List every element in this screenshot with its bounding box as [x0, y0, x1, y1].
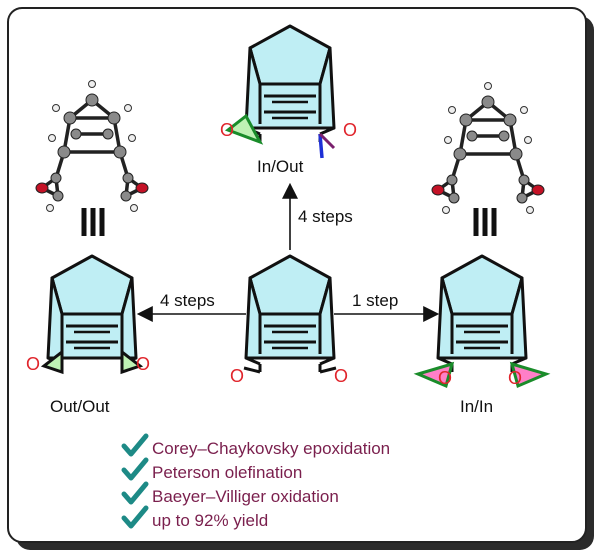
- label-in-out: In/Out: [257, 157, 304, 176]
- compound-in-out: [224, 24, 336, 159]
- oxygen-label: O: [438, 368, 452, 388]
- oxygen-label: O: [230, 366, 244, 386]
- features-list: Corey–Chaykovsky epoxidation Peterson ol…: [124, 436, 390, 530]
- equivalence-sign-left: [81, 208, 105, 236]
- feature-item: Baeyer–Villiger oxidation: [152, 487, 339, 506]
- arrow-label-up: 4 steps: [298, 207, 353, 226]
- label-out-out: Out/Out: [50, 397, 110, 416]
- equivalence-sign-right: [473, 208, 497, 236]
- compound-in-in: [413, 254, 551, 389]
- compound-out-out: [40, 254, 144, 375]
- oxygen-label: O: [220, 120, 234, 140]
- feature-item: Corey–Chaykovsky epoxidation: [152, 439, 390, 458]
- oxygen-label: O: [508, 368, 522, 388]
- feature-item: up to 92% yield: [152, 511, 268, 530]
- oxygen-label: O: [343, 120, 357, 140]
- arrow-label-right: 1 step: [352, 291, 398, 310]
- oxygen-label: O: [26, 354, 40, 374]
- oxygen-label: O: [334, 366, 348, 386]
- arrow-label-left: 4 steps: [160, 291, 215, 310]
- compound-center: [243, 254, 337, 374]
- feature-item: Peterson olefination: [152, 463, 302, 482]
- oxygen-label: O: [136, 354, 150, 374]
- label-in-in: In/In: [460, 397, 493, 416]
